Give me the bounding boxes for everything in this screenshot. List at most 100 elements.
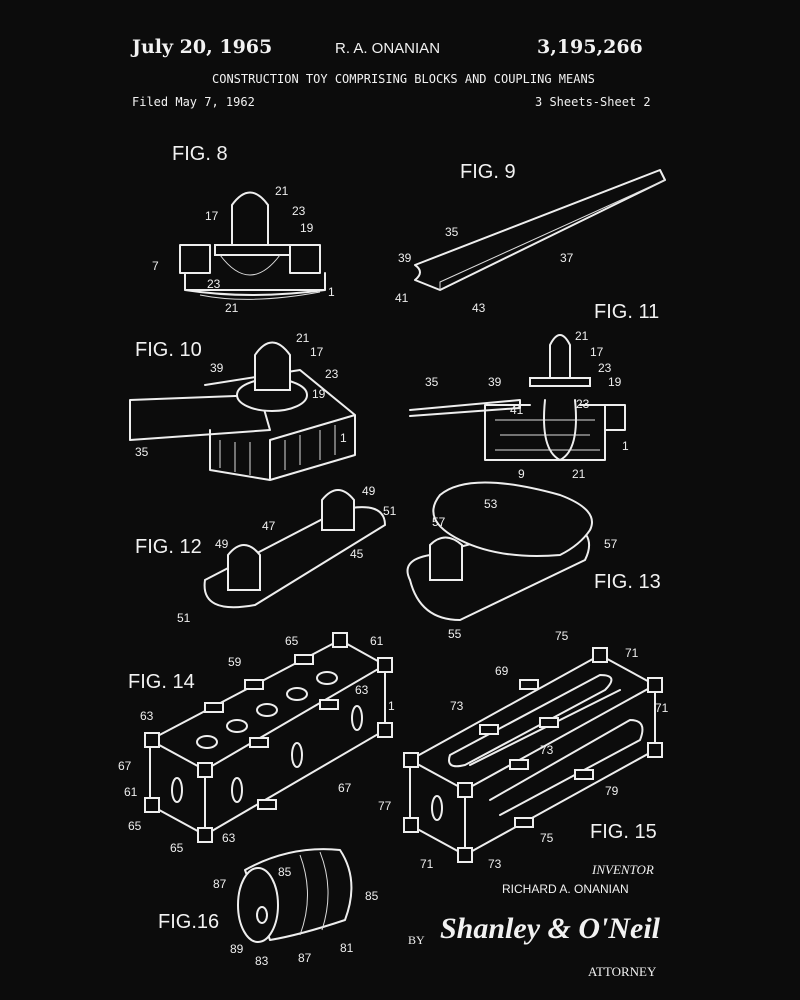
reference-numeral: 57 — [604, 537, 618, 551]
reference-numeral: 63 — [355, 683, 369, 697]
reference-numeral: 17 — [205, 209, 219, 223]
reference-numeral: 21 — [275, 184, 289, 198]
reference-numeral: 67 — [338, 781, 352, 795]
sheet-count: 3 Sheets-Sheet 2 — [535, 95, 651, 109]
figure-label: FIG. 10 — [135, 339, 202, 361]
attorney-caption: ATTORNEY — [588, 964, 657, 979]
reference-numeral: 75 — [540, 831, 554, 845]
figure-11: FIG. 11 21 17 23 19 35 39 41 23 1 9 21 — [409, 301, 659, 481]
reference-numeral: 41 — [510, 403, 524, 417]
reference-numeral: 35 — [135, 445, 149, 459]
reference-numeral: 59 — [228, 655, 242, 669]
reference-numeral: 79 — [605, 784, 619, 798]
reference-numeral: 85 — [365, 889, 379, 903]
patent-date: July 20, 1965 — [132, 36, 273, 58]
reference-numeral: 73 — [450, 699, 464, 713]
reference-numeral: 63 — [222, 831, 236, 845]
patent-number: 3,195,266 — [537, 36, 643, 58]
figure-label: FIG. 9 — [460, 161, 516, 183]
reference-numeral: 67 — [118, 759, 132, 773]
reference-numeral: 1 — [340, 431, 347, 445]
figure-label: FIG. 12 — [135, 536, 202, 558]
figure-9: FIG. 9 35 37 39 41 43 — [395, 161, 666, 315]
figure-10: FIG. 10 21 17 39 23 19 35 1 — [129, 331, 356, 481]
reference-numeral: 17 — [590, 345, 604, 359]
reference-numeral: 71 — [655, 701, 669, 715]
figure-8: FIG. 8 21 17 23 19 7 23 21 1 — [152, 143, 335, 315]
reference-numeral: 53 — [484, 497, 498, 511]
reference-numeral: 21 — [575, 329, 589, 343]
reference-numeral: 21 — [572, 467, 586, 481]
reference-numeral: 23 — [576, 397, 590, 411]
reference-numeral: 55 — [448, 627, 462, 641]
reference-numeral: 19 — [300, 221, 314, 235]
patent-title: CONSTRUCTION TOY COMPRISING BLOCKS AND C… — [212, 72, 595, 86]
reference-numeral: 71 — [625, 646, 639, 660]
reference-numeral: 1 — [388, 699, 395, 713]
reference-numeral: 23 — [207, 277, 221, 291]
figure-label: FIG. 11 — [594, 301, 659, 323]
reference-numeral: 83 — [255, 954, 269, 968]
reference-numeral: 73 — [488, 857, 502, 871]
inventor-caption: INVENTOR — [592, 862, 654, 877]
reference-numeral: 65 — [285, 634, 299, 648]
reference-numeral: 21 — [225, 301, 239, 315]
by-label: BY — [408, 933, 425, 947]
reference-numeral: 73 — [540, 743, 554, 757]
reference-numeral: 1 — [622, 439, 629, 453]
reference-numeral: 23 — [598, 361, 612, 375]
reference-numeral: 23 — [325, 367, 339, 381]
reference-numeral: 37 — [560, 251, 574, 265]
reference-numeral: 87 — [213, 877, 227, 891]
reference-numeral: 23 — [292, 204, 306, 218]
reference-numeral: 75 — [555, 629, 569, 643]
reference-numeral: 51 — [383, 504, 397, 518]
reference-numeral: 49 — [362, 484, 376, 498]
reference-numeral: 65 — [128, 819, 142, 833]
figure-16: FIG.16 87 85 85 89 83 87 81 — [158, 848, 379, 968]
figure-label: FIG.16 — [158, 911, 219, 933]
reference-numeral: 43 — [472, 301, 486, 315]
reference-numeral: 63 — [140, 709, 154, 723]
figure-label: FIG. 15 — [590, 821, 657, 843]
reference-numeral: 35 — [445, 225, 459, 239]
figure-13: FIG. 13 57 53 57 55 — [406, 481, 661, 641]
reference-numeral: 49 — [215, 537, 229, 551]
reference-numeral: 17 — [310, 345, 324, 359]
reference-numeral: 89 — [230, 942, 244, 956]
reference-numeral: 19 — [312, 387, 326, 401]
reference-numeral: 71 — [420, 857, 434, 871]
reference-numeral: 21 — [296, 331, 310, 345]
reference-numeral: 1 — [328, 285, 335, 299]
inventor-short: R. A. ONANIAN — [335, 40, 441, 57]
figure-label: FIG. 14 — [128, 671, 195, 693]
figure-label: FIG. 13 — [594, 571, 661, 593]
reference-numeral: 45 — [350, 547, 364, 561]
figure-label: FIG. 8 — [172, 143, 228, 165]
reference-numeral: 19 — [608, 375, 622, 389]
reference-numeral: 39 — [488, 375, 502, 389]
reference-numeral: 65 — [170, 841, 184, 855]
reference-numeral: 81 — [340, 941, 354, 955]
reference-numeral: 51 — [177, 611, 191, 625]
reference-numeral: 61 — [124, 785, 138, 799]
reference-numeral: 69 — [495, 664, 509, 678]
reference-numeral: 47 — [262, 519, 276, 533]
reference-numeral: 9 — [518, 467, 525, 481]
reference-numeral: 7 — [152, 259, 159, 273]
reference-numeral: 85 — [278, 865, 292, 879]
inventor-name: RICHARD A. ONANIAN — [502, 882, 629, 896]
figure-12: FIG. 12 49 47 51 49 45 51 — [135, 484, 397, 625]
figure-14: FIG. 14 65 61 59 63 63 — [118, 632, 395, 855]
reference-numeral: 87 — [298, 951, 312, 965]
reference-numeral: 77 — [378, 799, 392, 813]
reference-numeral: 39 — [398, 251, 412, 265]
reference-numeral: 61 — [370, 634, 384, 648]
reference-numeral: 41 — [395, 291, 409, 305]
filed-date: Filed May 7, 1962 — [132, 95, 255, 109]
attorney-signature: Shanley & O'Neil — [440, 912, 661, 945]
figure-15: FIG. 15 75 71 69 71 73 73 79 77 71 73 — [378, 629, 669, 871]
reference-numeral: 39 — [210, 361, 224, 375]
